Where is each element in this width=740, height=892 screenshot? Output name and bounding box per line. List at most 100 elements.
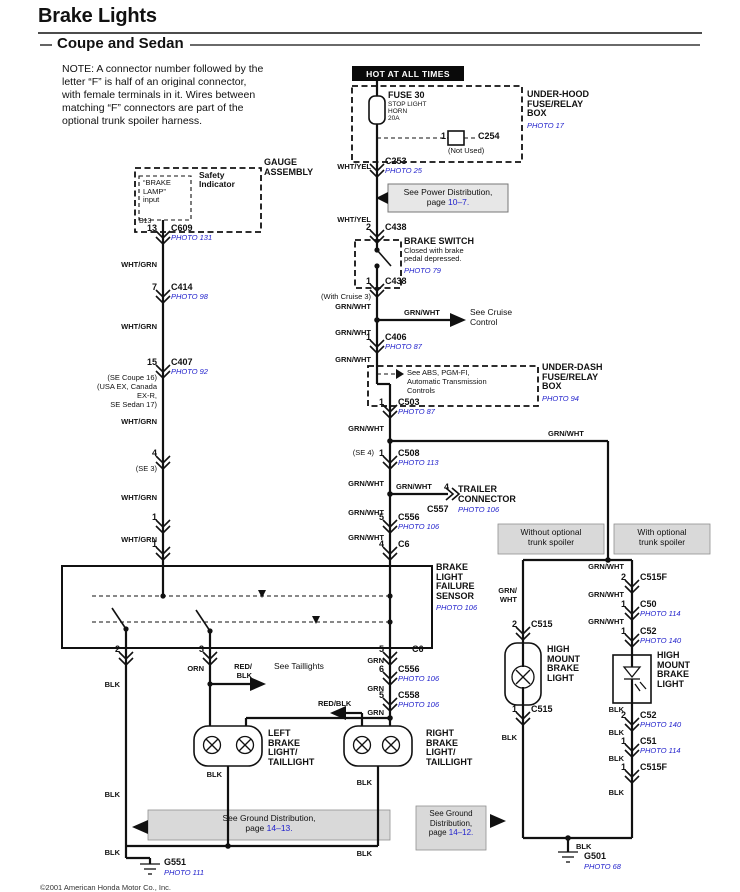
brake-switch-photo-link[interactable]: PHOTO 79 xyxy=(404,265,441,275)
connector-pin: 3 xyxy=(198,644,204,654)
page-link-14-12[interactable]: 14–12. xyxy=(448,828,474,837)
wire-label: GRN xyxy=(367,656,384,665)
connector-symbol xyxy=(382,546,398,562)
high-mount-bulb-symbol xyxy=(511,665,535,689)
connector-symbol xyxy=(515,711,531,727)
connector-symbol xyxy=(382,519,398,535)
wire-label: WHT/GRN xyxy=(121,535,157,544)
connector-photo-link[interactable]: PHOTO 106 xyxy=(398,700,440,709)
connector-name: C438 xyxy=(385,222,407,232)
copyright-text: ©2001 American Honda Motor Co., Inc. xyxy=(40,883,172,892)
connector-pin: 1 xyxy=(365,332,371,342)
wire-label: GRN/WHT xyxy=(588,590,624,599)
connector-photo-link[interactable]: PHOTO 98 xyxy=(171,292,208,301)
connector-photo-link[interactable]: PHOTO 113 xyxy=(398,458,439,467)
connector-photo-link[interactable]: PHOTO 131 xyxy=(171,233,213,242)
connector-photo-link[interactable]: PHOTO 140 xyxy=(640,636,682,645)
wire-label: GRN/WHT xyxy=(348,479,384,488)
g551-label: G551 PHOTO 111 xyxy=(164,857,205,877)
wire-label: WHT/GRN xyxy=(121,417,157,426)
wire-label: B13 xyxy=(139,218,152,225)
connector-pin: 4 xyxy=(151,448,157,458)
wire-label: 4 xyxy=(444,482,450,492)
connector-pin: 4 xyxy=(378,539,384,549)
wire-label: BLK xyxy=(104,680,120,689)
g501-photo-link[interactable]: PHOTO 68 xyxy=(584,861,621,871)
connector-photo-link[interactable]: PHOTO 106 xyxy=(398,522,440,531)
wire-label: GRN xyxy=(367,684,384,693)
connector-name: C515 xyxy=(531,619,553,629)
connector-photo-link[interactable]: PHOTO 87 xyxy=(385,342,422,351)
wire-label: BLK xyxy=(608,728,624,737)
wire-label: (SE 4) xyxy=(352,448,374,457)
connector-name: C406 xyxy=(385,332,407,342)
underhood-photo-link[interactable]: PHOTO 17 xyxy=(527,120,564,130)
connector-pin: 1 xyxy=(151,512,157,522)
wire-label: BLK xyxy=(608,754,624,763)
connector-symbol xyxy=(624,769,640,785)
connector-pin: 1 xyxy=(151,539,157,549)
left-bulb-label: LEFT BRAKE LIGHT/ TAILLIGHT xyxy=(268,728,315,767)
wire-label: (With Cruise 3) xyxy=(320,292,371,301)
wire-label: WHT/YEL xyxy=(337,215,371,224)
high-mount-led-symbol xyxy=(622,666,647,692)
page-link-10-7[interactable]: 10–7. xyxy=(448,197,470,207)
connector-name: C51 xyxy=(640,736,657,746)
connector-pin: 6 xyxy=(378,664,384,674)
right-bulb-symbol xyxy=(352,735,401,755)
high-mount-led-label: HIGH MOUNT BRAKE LIGHT xyxy=(657,650,690,689)
sensor-photo-link[interactable]: PHOTO 106 xyxy=(436,603,478,612)
connector-name: C503 xyxy=(398,397,420,407)
wire-label: 1 xyxy=(440,131,446,141)
note-text: NOTE: A connector number followed by the… xyxy=(62,63,264,127)
connector-pin: 2 xyxy=(114,644,120,654)
connector-symbol xyxy=(155,546,171,562)
wire-label: GRN/WHT xyxy=(335,302,371,311)
connector-photo-link[interactable]: PHOTO 140 xyxy=(640,720,682,729)
wire-label: (USA EX, Canada xyxy=(96,382,157,391)
connector-photo-link[interactable]: PHOTO 106 xyxy=(398,674,440,683)
ground-symbol-g501 xyxy=(558,851,578,863)
wire-label: WHT/GRN xyxy=(121,322,157,331)
wire-label: C254 xyxy=(478,131,500,141)
wire-label: BLK xyxy=(576,842,592,851)
connector-photo-link[interactable]: PHOTO 114 xyxy=(640,609,681,618)
failure-sensor-label: BRAKE LIGHT FAILURE SENSOR PHOTO 106 xyxy=(436,562,478,612)
underdash-photo-link[interactable]: PHOTO 94 xyxy=(542,393,579,403)
connector-name: C52 xyxy=(640,626,657,636)
wire-label: GRN/WHT xyxy=(404,308,440,317)
connector-photo-link[interactable]: PHOTO 87 xyxy=(398,407,435,416)
connector-symbol xyxy=(118,651,134,667)
connector-pin: 1 xyxy=(365,276,371,286)
connector-pin: 1 xyxy=(378,448,384,458)
taillights-callout: See Taillights xyxy=(274,661,324,671)
connector-symbol xyxy=(155,289,171,305)
connector-symbol xyxy=(624,717,640,733)
connector-photo-link[interactable]: PHOTO 92 xyxy=(171,367,208,376)
wire-label: BLK xyxy=(104,848,120,857)
connector-photo-link[interactable]: PHOTO 25 xyxy=(385,166,422,175)
connector-symbol xyxy=(624,743,640,759)
wire-label: SE Sedan 17) xyxy=(110,400,157,409)
connector-name: C253 xyxy=(385,156,407,166)
wire-label: GRN/WHT xyxy=(335,355,371,364)
connector-name: C558 xyxy=(398,690,420,700)
wire-label: (SE 3) xyxy=(135,464,157,473)
wire-label: GRN/WHT xyxy=(588,562,624,571)
page-link-14-13[interactable]: 14–13. xyxy=(266,823,293,833)
connector-name: C50 xyxy=(640,599,657,609)
connector-symbol xyxy=(369,229,385,245)
connector-name: C556 xyxy=(398,512,420,522)
connector-pin: 1 xyxy=(620,599,626,609)
wire-label: GRN xyxy=(367,708,384,717)
wire-label: BLK xyxy=(104,790,120,799)
wire-label: GRN/ xyxy=(498,586,517,595)
connector-photo-link[interactable]: PHOTO 114 xyxy=(640,746,681,755)
wire-label: (Not Used) xyxy=(448,146,485,155)
connector-pin: 13 xyxy=(146,223,157,233)
trailer-photo-link[interactable]: PHOTO 106 xyxy=(458,505,500,514)
g551-photo-link[interactable]: PHOTO 111 xyxy=(164,867,205,877)
connector-pin: 7 xyxy=(151,282,157,292)
